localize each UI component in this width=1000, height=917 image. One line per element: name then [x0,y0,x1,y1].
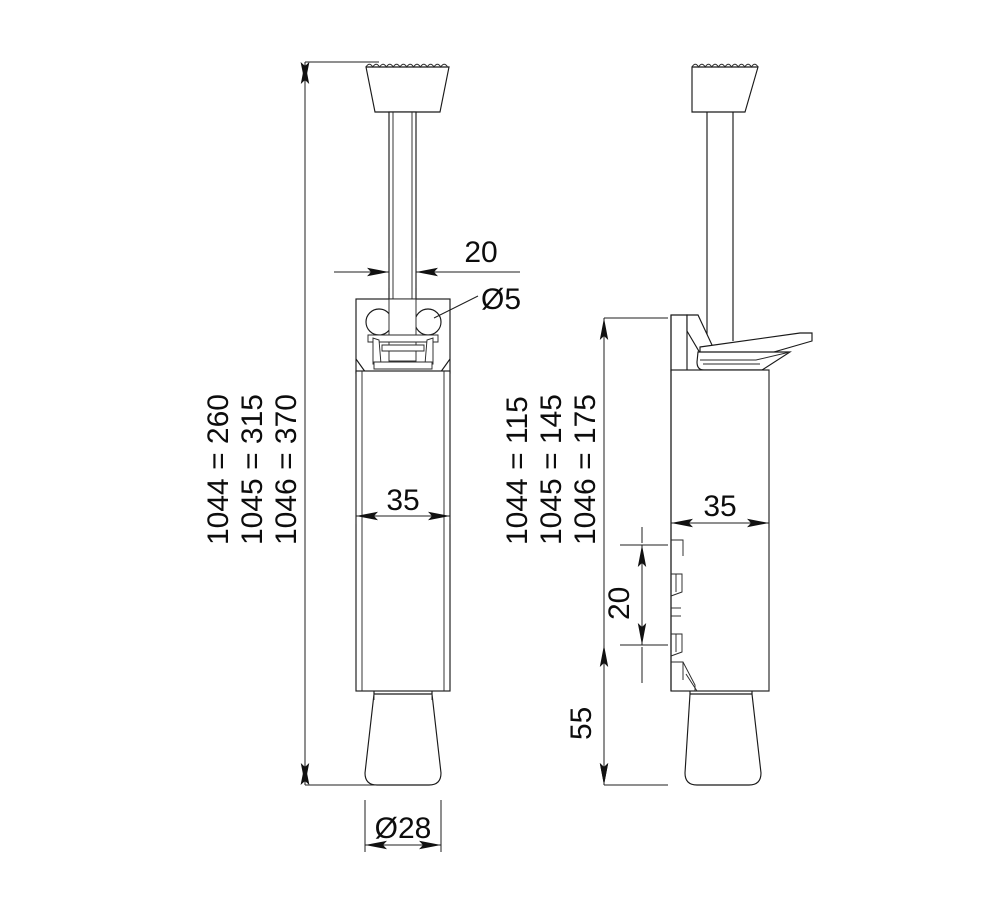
side-bottom-height-label: 55 [565,707,598,740]
front-length-variant-3: 1046 = 370 [270,394,303,545]
side-overall-length-dim [599,317,668,786]
front-knob [365,63,450,113]
front-foot-diameter-dim [364,800,442,852]
front-overall-length-dim [300,61,379,786]
front-foot [364,691,442,786]
side-view-dimensions: 1044 = 115 1045 = 145 1046 = 175 35 [501,317,770,786]
front-housing [355,298,451,374]
side-knob [691,63,759,113]
front-body [355,370,451,692]
front-view-geometry [355,63,451,786]
side-length-variant-2: 1045 = 145 [535,394,568,545]
side-slot-height-dim [620,527,668,683]
front-view-dimensions: 1044 = 260 1045 = 315 1046 = 370 20 Ø5 [202,61,521,852]
side-length-variant-1: 1044 = 115 [501,396,534,545]
side-shaft [706,112,734,347]
side-slot-height-label: 20 [603,587,636,620]
front-shaft [388,111,417,302]
front-shaft-width-dim [334,258,520,288]
front-shaft-width-label: 20 [464,236,497,269]
front-hole-leader [433,295,479,319]
side-slot-notches [670,539,698,692]
front-length-variant-1: 1044 = 260 [202,394,235,545]
front-body-width-label: 35 [386,484,419,517]
side-body-depth-label: 35 [703,490,736,523]
front-foot-diameter-label: Ø28 [375,812,432,845]
side-body [670,315,770,692]
side-foot [684,691,762,786]
side-bottom-height-dim [599,645,668,786]
front-length-variant-2: 1045 = 315 [236,394,269,545]
side-body-depth-dim [670,500,770,528]
front-body-width-dim [355,500,451,524]
side-length-variant-3: 1046 = 175 [569,394,602,545]
side-bracket [670,314,813,372]
side-view-geometry [670,63,813,786]
front-hole-diameter-label: Ø5 [481,283,521,316]
